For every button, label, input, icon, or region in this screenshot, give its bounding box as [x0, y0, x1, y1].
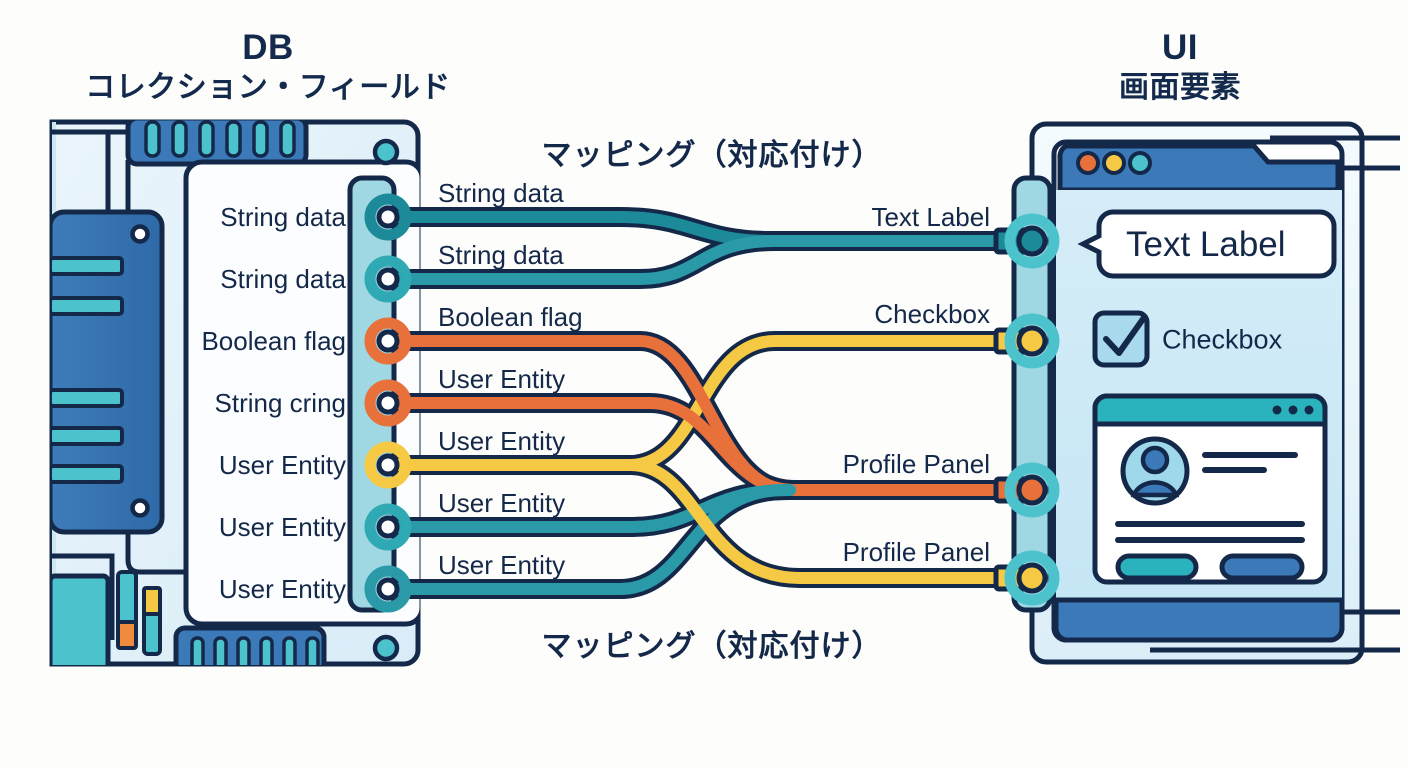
ui-profile-card[interactable] [1092, 393, 1328, 585]
ui-text-field-value[interactable]: Text Label [1126, 225, 1286, 264]
card-menu-dots [1272, 405, 1314, 415]
db-port-2 [364, 317, 412, 365]
ui-port-0 [993, 213, 1060, 269]
db-port-3 [364, 379, 412, 427]
db-port-4 [364, 441, 412, 489]
db-field-label: User Entity [218, 574, 346, 604]
board-connector-top [125, 120, 309, 167]
ui-header: UI 画面要素 [1040, 28, 1320, 108]
ui-ports[interactable] [993, 213, 1060, 606]
board-chip [52, 209, 165, 535]
mapping-wires [382, 207, 1026, 599]
ui-target-label: Text Label [871, 202, 990, 232]
wire-label: Boolean flag [438, 302, 583, 332]
db-header-title: DB [242, 28, 294, 67]
db-field-label: User Entity [218, 450, 346, 480]
db-field-label: User Entity [218, 512, 346, 542]
ui-header-title: UI [1162, 28, 1198, 67]
mapping-label-bottom: マッピング（対応付け） [541, 630, 883, 663]
window-traffic-lights[interactable] [1076, 151, 1152, 175]
ui-port-2 [993, 462, 1060, 518]
db-field-label: Boolean flag [201, 326, 346, 356]
db-ports[interactable] [364, 193, 412, 613]
db-port-5 [364, 503, 412, 551]
wire-label: User Entity [438, 426, 566, 456]
db-board [49, 119, 421, 667]
ui-checkbox-label: Checkbox [1162, 324, 1283, 355]
ui-target-label: Checkbox [874, 299, 990, 329]
mapping-label-top: マッピング（対応付け） [541, 139, 883, 172]
wire-label: String data [438, 178, 564, 208]
board-connector-bottom [173, 625, 327, 665]
ui-port-1 [993, 313, 1060, 369]
ui-target-label: Profile Panel [842, 537, 990, 567]
db-field-label: String cring [214, 388, 347, 418]
ui-text-field[interactable] [1077, 209, 1337, 279]
board-resistors [116, 570, 162, 656]
wire-label: User Entity [438, 488, 566, 518]
ui-checkbox[interactable] [1092, 310, 1150, 368]
db-port-6 [364, 565, 412, 613]
db-field-label: String data [220, 264, 346, 294]
card-button-primary [1115, 553, 1199, 581]
card-button-secondary [1219, 553, 1305, 581]
device-bottom-bar [1053, 597, 1345, 643]
wire-label: User Entity [438, 550, 566, 580]
check-icon [1103, 316, 1146, 356]
wire-label: String data [438, 240, 564, 270]
ui-port-3 [993, 550, 1060, 606]
db-header: DB コレクション・フィールド [58, 28, 478, 108]
db-field-label: String data [220, 202, 346, 232]
ui-device [1029, 121, 1400, 665]
ui-header-subtitle: 画面要素 [1119, 71, 1241, 104]
ui-target-label: Profile Panel [842, 449, 990, 479]
wire-label: User Entity [438, 364, 566, 394]
avatar [1120, 436, 1190, 506]
window-titlebar [1057, 143, 1341, 193]
db-header-subtitle: コレクション・フィールド [85, 71, 451, 104]
card-text-lines [1115, 452, 1305, 543]
db-port-0 [364, 193, 412, 241]
db-port-1 [364, 255, 412, 303]
